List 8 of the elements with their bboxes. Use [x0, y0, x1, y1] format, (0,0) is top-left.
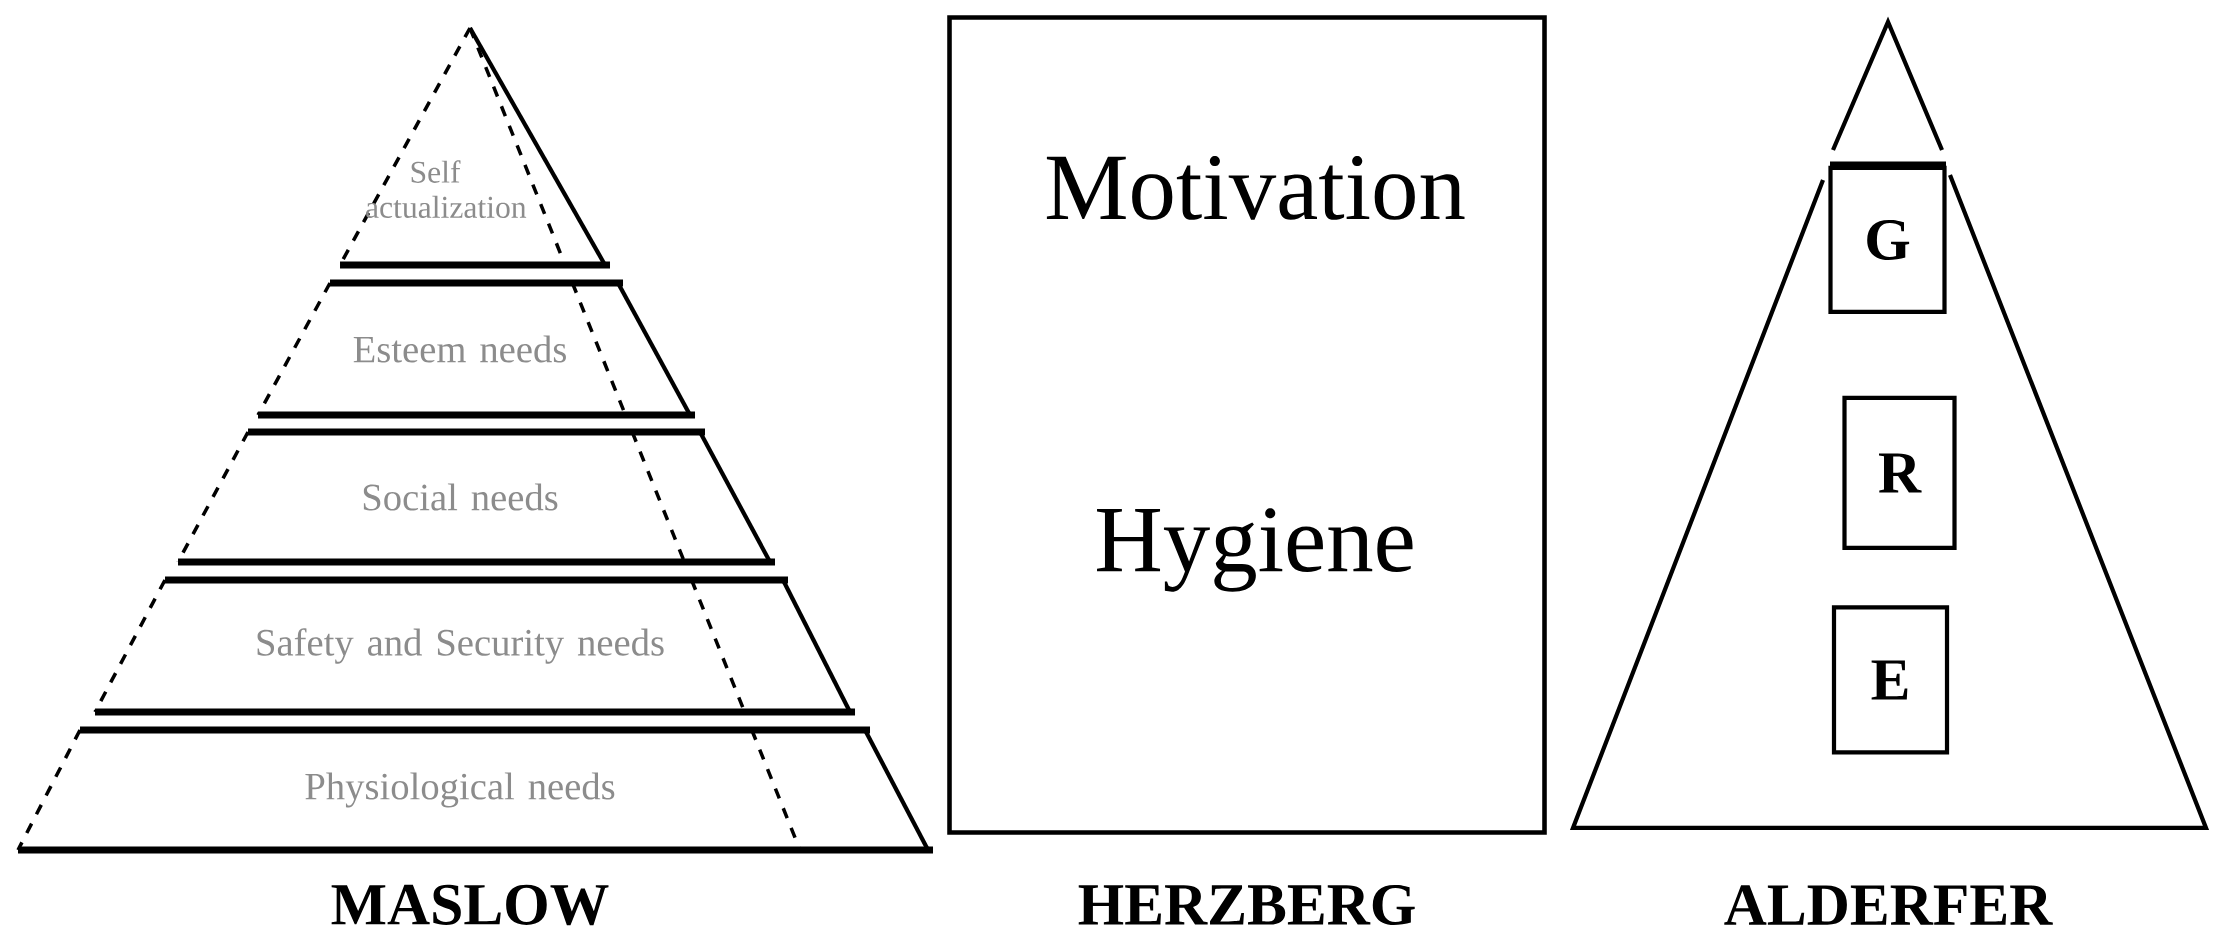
- model-name: ALDERFER: [1724, 885, 2053, 925]
- letter-box: G: [1828, 165, 1947, 315]
- letter-box: E: [1831, 605, 1950, 755]
- model-name: MASLOW: [331, 884, 609, 926]
- model-name: HERZBERG: [1078, 884, 1415, 926]
- letter-box: R: [1842, 395, 1957, 551]
- triangle-outline: [1569, 16, 2210, 831]
- framed-box: Motivation Hygiene: [947, 15, 1547, 835]
